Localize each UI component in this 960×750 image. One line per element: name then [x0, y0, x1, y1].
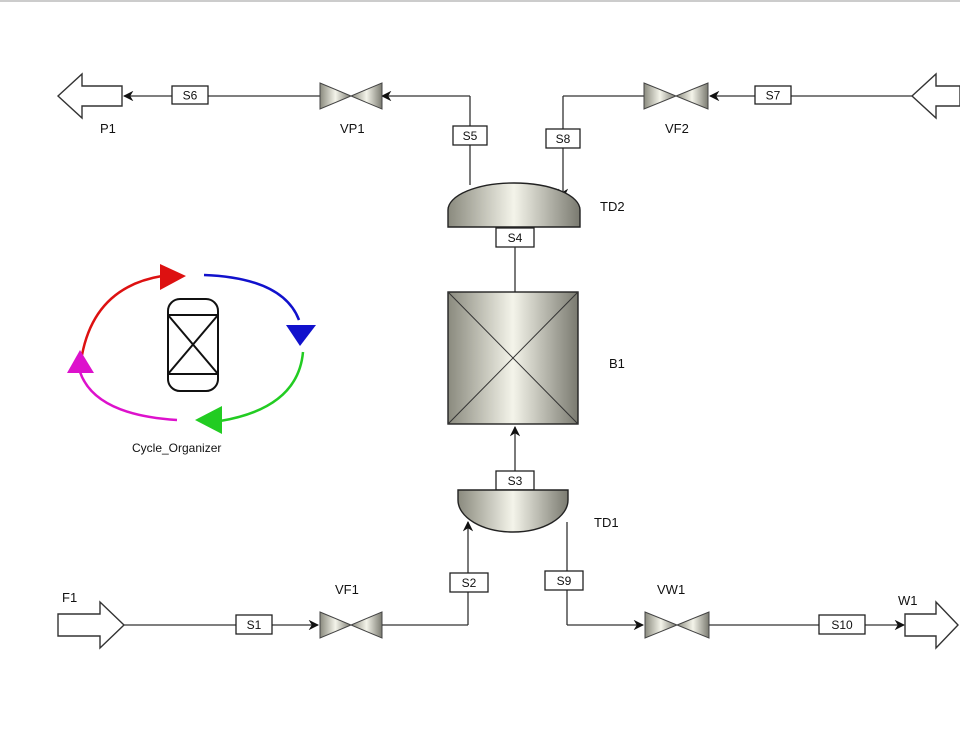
stream-label-s9: S9: [557, 574, 572, 588]
bowtie-valve-icon: [644, 611, 679, 639]
hollow-arrow-icon: [56, 72, 123, 120]
stream-s10[interactable]: S10: [818, 614, 866, 635]
stream-s8[interactable]: S8: [545, 128, 581, 149]
valve-vf2[interactable]: VF2: [643, 82, 709, 136]
valve-label-vf1: VF1: [335, 582, 359, 597]
cycle-organizer[interactable]: Cycle_Organizer: [67, 264, 316, 455]
feed-port-f1[interactable]: F1: [57, 590, 126, 650]
bed-b1[interactable]: B1: [447, 291, 625, 425]
valve-label-vp1: VP1: [340, 121, 365, 136]
stream-s5[interactable]: S5: [452, 125, 488, 146]
packed-bed-icon: [167, 298, 219, 392]
valve-vw1[interactable]: VW1: [644, 582, 710, 639]
port-label-w1: W1: [898, 593, 918, 608]
vessel-label-td1: TD1: [594, 515, 619, 530]
stream-label-s2: S2: [462, 576, 477, 590]
port-label-p1: P1: [100, 121, 116, 136]
bowtie-valve-icon: [319, 611, 353, 639]
stream-s4[interactable]: S4: [495, 227, 535, 248]
stream-label-s3: S3: [508, 474, 523, 488]
vessel-td1[interactable]: TD1: [457, 489, 619, 533]
feed-port-top-right[interactable]: [910, 72, 960, 120]
stream-s7[interactable]: S7: [754, 85, 792, 105]
stream-s6[interactable]: S6: [171, 85, 209, 105]
valve-label-vf2: VF2: [665, 121, 689, 136]
stream-s1[interactable]: S1: [235, 614, 273, 635]
bowtie-valve-icon: [643, 82, 678, 110]
hollow-arrow-icon: [910, 72, 960, 120]
port-label-f1: F1: [62, 590, 77, 605]
stream-label-s5: S5: [463, 129, 478, 143]
hollow-arrow-icon: [57, 600, 126, 650]
cycle-organizer-label: Cycle_Organizer: [132, 441, 221, 455]
hollow-arrow-icon: [904, 600, 959, 650]
bowtie-valve-icon: [319, 82, 353, 110]
bed-label-b1: B1: [609, 356, 625, 371]
vessel-td2[interactable]: TD2: [447, 182, 625, 228]
product-port-w1[interactable]: W1: [898, 593, 959, 650]
stream-s2[interactable]: S2: [449, 572, 489, 593]
valve-vf1[interactable]: VF1: [319, 582, 383, 639]
stream-label-s6: S6: [183, 89, 198, 103]
product-port-p1[interactable]: P1: [56, 72, 123, 136]
vessel-label-td2: TD2: [600, 199, 625, 214]
valve-vp1[interactable]: VP1: [319, 82, 383, 136]
stream-s9[interactable]: S9: [544, 570, 584, 591]
stream-label-s7: S7: [766, 89, 781, 103]
stream-label-s10: S10: [831, 618, 853, 632]
cycle-arrows-icon: [67, 264, 316, 434]
stream-label-s4: S4: [508, 231, 523, 245]
stream-label-s8: S8: [556, 132, 571, 146]
valve-label-vw1: VW1: [657, 582, 685, 597]
stream-label-s1: S1: [247, 618, 262, 632]
stream-s3[interactable]: S3: [495, 470, 535, 491]
